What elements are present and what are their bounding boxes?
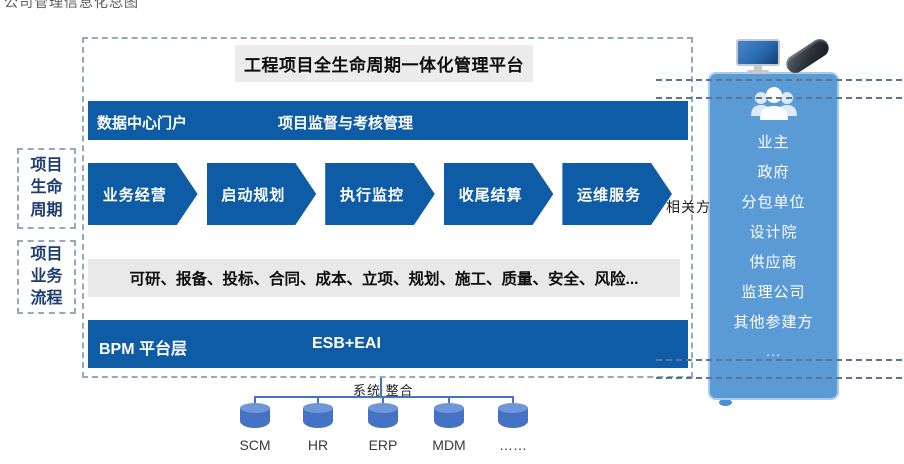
dashed-connector (656, 377, 902, 379)
stage-closeout-settlement: 收尾结算 (443, 163, 554, 225)
business-process-bar: 可研、报备、投标、合同、成本、立项、规划、施工、质量、安全、风险... (88, 259, 680, 297)
smartphone-icon (782, 35, 833, 77)
database-icon-scm (240, 403, 270, 428)
platform-frame (82, 37, 693, 378)
stakeholder-ellipsis: ... (766, 343, 781, 359)
stage-execution-monitoring: 执行监控 (325, 163, 435, 225)
system-label-other: …… (499, 437, 527, 453)
database-icon-erp (368, 403, 398, 428)
dashed-connector (656, 97, 902, 99)
stakeholder-other-participants: 其他参建方 (733, 313, 814, 331)
lifecycle-chevron-row: 业务经营 启动规划 执行监控 收尾结算 运维服务 (88, 163, 672, 225)
system-label-mdm: MDM (432, 437, 466, 453)
dashed-connector (656, 359, 902, 361)
stakeholder-supplier: 供应商 (749, 253, 798, 271)
stakeholder-owner: 业主 (757, 133, 790, 151)
database-icon-mdm (434, 403, 464, 428)
platform-title: 工程项目全生命周期一体化管理平台 (235, 45, 533, 82)
system-label-hr: HR (307, 437, 329, 453)
monitor-stand (754, 66, 762, 71)
integration-bus-line (254, 396, 514, 398)
stakeholder-design-institute: 设计院 (749, 223, 798, 241)
bpm-platform-bar: BPM 平台层 ESB+EAI (88, 320, 688, 368)
supervision-label: 项目监督与考核管理 (278, 115, 414, 132)
monitor-icon (736, 39, 780, 66)
bpm-layer-label: BPM 平台层 (99, 341, 188, 358)
stakeholder-government: 政府 (757, 163, 790, 181)
system-label-erp: ERP (368, 437, 398, 453)
portal-bar: 数据中心门户 项目监督与考核管理 (88, 101, 688, 140)
label-project-process: 项目 业务 流程 (17, 240, 76, 314)
dashed-connector (656, 79, 902, 81)
integration-trunk-line (380, 378, 382, 398)
stakeholder-subcontractor: 分包单位 (741, 193, 806, 211)
esb-eai-label: ESB+EAI (312, 335, 381, 352)
stage-operation-maintenance: 运维服务 (562, 163, 672, 225)
label-project-lifecycle: 项目 生命 周期 (17, 148, 76, 229)
system-label-scm: SCM (239, 437, 271, 453)
group-icon (710, 84, 837, 126)
page-caption-text: 公司管理信息化总图 (4, 0, 139, 10)
page-caption: 公司管理信息化总图 (4, 0, 224, 10)
decorative-dot (719, 399, 732, 406)
data-center-portal-label: 数据中心门户 (97, 115, 188, 132)
monitor-base (747, 70, 769, 74)
database-icon-other (498, 403, 528, 428)
related-parties-label: 相关方 (666, 199, 711, 215)
stage-startup-planning: 启动规划 (206, 163, 317, 225)
stakeholder-supervision-company: 监理公司 (741, 283, 806, 301)
stakeholders-panel: 业主 政府 分包单位 设计院 供应商 监理公司 其他参建方 ... (708, 72, 839, 400)
system-integration-label: 系统 整合 (353, 383, 414, 398)
database-icon-hr (303, 403, 333, 428)
monitor-screen (738, 41, 778, 64)
stakeholder-list: 业主 政府 分包单位 设计院 供应商 监理公司 其他参建方 ... (710, 126, 837, 366)
stage-business-operation: 业务经营 (88, 163, 198, 225)
